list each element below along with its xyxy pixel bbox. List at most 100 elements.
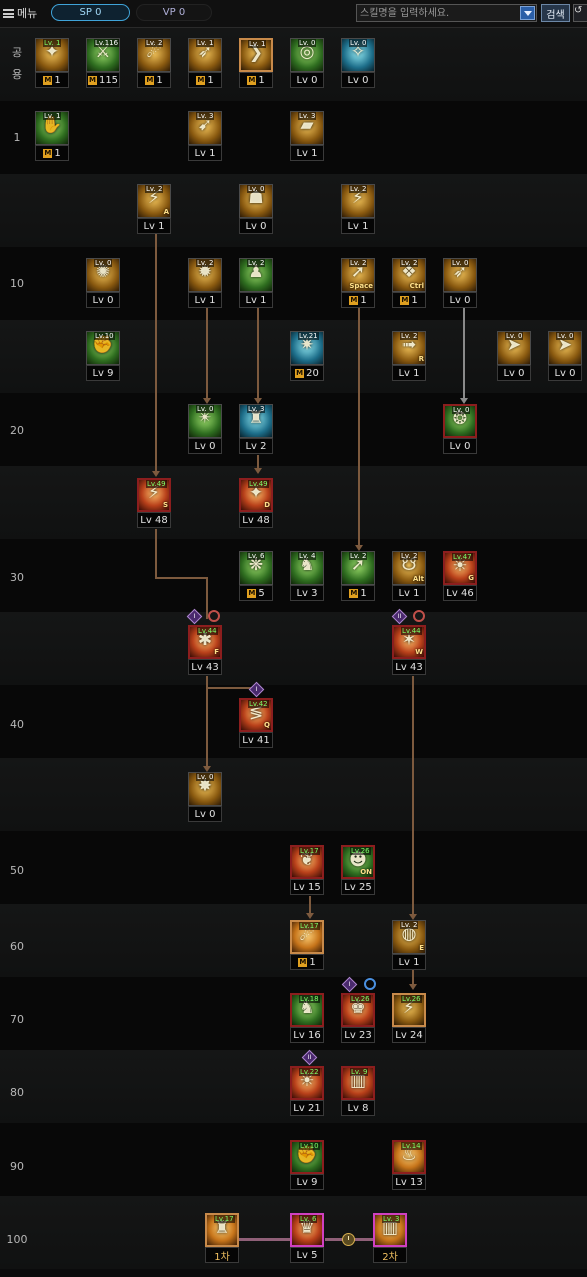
row-band	[0, 174, 587, 247]
skill-icon: ❯Lv. 1	[239, 38, 273, 72]
menu-button[interactable]: 메뉴	[3, 4, 37, 22]
menu-icon	[3, 8, 14, 18]
connector-arrow	[203, 398, 211, 404]
skill-slot[interactable]: ☀Lv.22 Lv 21	[290, 1066, 324, 1116]
search-dropdown-icon[interactable]	[520, 6, 535, 20]
skill-icon: ☀Lv.22	[290, 1066, 324, 1100]
connector-arrow	[254, 468, 262, 474]
skill-icon: ☄Lv.17	[290, 920, 324, 954]
row-band	[0, 393, 587, 466]
skill-slot[interactable]: ✊Lv.10 Lv 9	[290, 1140, 324, 1190]
skill-slot[interactable]: ♨Lv.14 Lv 13	[392, 1140, 426, 1190]
skill-icon: ♜Lv.17	[205, 1213, 239, 1247]
search-box	[356, 4, 537, 22]
skill-slot[interactable]: ✊Lv.10 Lv 9	[86, 331, 120, 381]
skill-slot[interactable]: ✸Lv. 0 Lv 0	[188, 772, 222, 822]
skill-slot[interactable]: ✹Lv. 2 Lv 1	[188, 258, 222, 308]
skill-icon: ✊Lv.10	[290, 1140, 324, 1174]
connector-arrow	[254, 398, 262, 404]
spiral-icon	[413, 610, 425, 622]
skill-slot[interactable]: ✴Lv. 0 Lv 0	[188, 404, 222, 454]
skill-slot[interactable]: ♛Lv. 6 Lv 5	[290, 1213, 324, 1263]
skill-icon: ➶Lv. 0	[443, 258, 477, 292]
row-label: 70	[10, 1013, 24, 1026]
skill-slot[interactable]: ⚡Lv.26 Lv 24	[392, 993, 426, 1043]
skill-slot[interactable]: ▰Lv. 3 Lv 1	[290, 111, 324, 161]
skill-slot[interactable]: ♞Lv.18 Lv 16	[290, 993, 324, 1043]
skill-slot[interactable]: ❦Lv.17 Lv 15	[290, 845, 324, 895]
connector-line	[412, 676, 414, 915]
skill-slot[interactable]: ◎Lv. 0 Lv 0	[290, 38, 324, 88]
skill-icon: ☗Lv. 0	[239, 184, 273, 218]
skill-slot[interactable]: ✧Lv. 0 Lv 0	[341, 38, 375, 88]
clock-icon[interactable]	[342, 1233, 355, 1246]
connector-line	[358, 308, 360, 545]
connector-line	[463, 308, 465, 398]
skill-icon: ❦Lv.17	[290, 845, 324, 879]
connector-arrow	[409, 984, 417, 990]
connector-arrow	[355, 545, 363, 551]
skill-slot[interactable]: ♟Lv. 2 Lv 1	[239, 258, 273, 308]
skill-icon: ▥Lv. 9	[341, 1066, 375, 1100]
search-button[interactable]: 검색	[541, 4, 570, 22]
skill-slot[interactable]: ✺Lv. 0 Lv 0	[86, 258, 120, 308]
skill-slot[interactable]: ⚡Lv. 2 Lv 1	[341, 184, 375, 234]
row-label: 1	[13, 131, 21, 144]
skill-slot[interactable]: ➤Lv. 0 Lv 0	[497, 331, 531, 381]
skill-slot[interactable]: ♚Lv.26 Lv 23	[341, 993, 375, 1043]
skill-icon: ✹Lv. 2	[188, 258, 222, 292]
row-band	[0, 685, 587, 758]
skill-icon: ♚Lv.26	[341, 993, 375, 1027]
connector-line	[257, 455, 259, 471]
search-input[interactable]	[360, 6, 515, 20]
skill-slot[interactable]: ♜Lv.17 1차	[205, 1213, 239, 1263]
skill-icon: ✴Lv. 0	[188, 404, 222, 438]
connector-line	[309, 896, 311, 914]
row-label: 80	[10, 1086, 24, 1099]
skill-slot[interactable]: ♜Lv. 3 Lv 2	[239, 404, 273, 454]
skill-slot[interactable]: ♞Lv. 4 Lv 3	[290, 551, 324, 601]
skill-slot[interactable]: ➶Lv. 0 Lv 0	[443, 258, 477, 308]
skill-slot[interactable]: ▥Lv. 9 Lv 8	[341, 1066, 375, 1116]
menu-label: 메뉴	[17, 7, 38, 20]
skill-slot[interactable]: ▥Lv. 3 2차	[373, 1213, 407, 1263]
skill-icon: ✧Lv. 0	[341, 38, 375, 72]
sp-counter: SP 0	[51, 4, 130, 21]
skill-slot[interactable]: ☗Lv. 0 Lv 0	[239, 184, 273, 234]
skill-slot[interactable]: ❂Lv. 0 Lv 0	[443, 404, 477, 454]
skill-slot[interactable]: ➹Lv. 3 Lv 1	[188, 111, 222, 161]
skill-icon: ▰Lv. 3	[290, 111, 324, 145]
reset-icon[interactable]: ↺	[573, 4, 587, 22]
skill-slot[interactable]: ➤Lv. 0 Lv 0	[548, 331, 582, 381]
connector-line	[155, 529, 157, 578]
